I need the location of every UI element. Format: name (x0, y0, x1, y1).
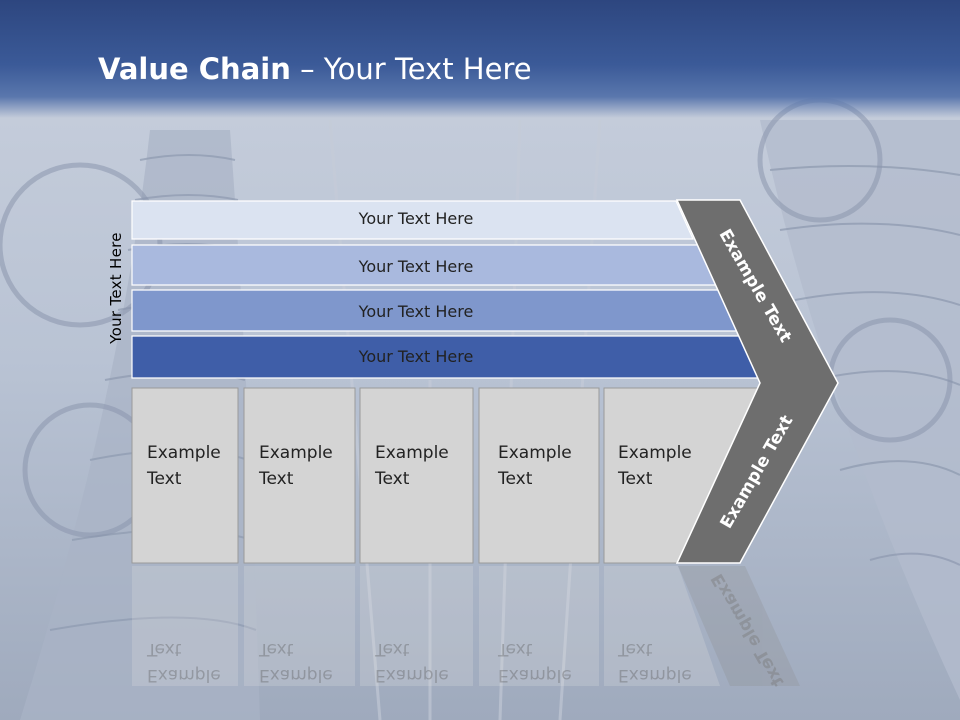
cell-4-reflection-line2: Text (498, 639, 533, 659)
slide-title: Value Chain – Your Text Here (98, 52, 532, 86)
header-band (0, 0, 960, 118)
cell-5-reflection: Example Text (618, 636, 692, 688)
cell-3-line1: Example (375, 443, 449, 463)
cell-1 (131, 387, 239, 564)
cell-2 (243, 387, 356, 564)
cell-2-reflection-line2: Text (259, 639, 294, 659)
cell-1-reflection-line2: Text (147, 639, 182, 659)
cell-5-line1: Example (618, 443, 692, 463)
cell-5-line2: Text (618, 469, 653, 489)
cell-3-reflection: Example Text (375, 636, 449, 688)
cell-5-reflection-line1: Example (618, 665, 692, 685)
cell-4-reflection-line1: Example (498, 665, 572, 685)
cell-3-reflection-line1: Example (375, 665, 449, 685)
cell-2-reflection-line1: Example (259, 665, 333, 685)
cell-1-line2: Text (147, 469, 182, 489)
bar-1 (131, 200, 694, 240)
cell-2-line1: Example (259, 443, 333, 463)
cell-4-reflection: Example Text (498, 636, 572, 688)
cell-2-reflection: Example Text (259, 636, 333, 688)
bar-4-label: Your Text Here (358, 347, 474, 366)
bar-1-label: Your Text Here (358, 209, 474, 228)
bar-3-label: Your Text Here (358, 302, 474, 321)
chevron-arrow (675, 199, 839, 564)
cell-3 (359, 387, 474, 564)
bar-2-label: Your Text Here (358, 257, 474, 276)
cell-2-line2: Text (259, 469, 294, 489)
title-bold: Value Chain (98, 52, 291, 86)
cell-5-reflection-line2: Text (618, 639, 653, 659)
cell-4 (478, 387, 600, 564)
title-rest: – Your Text Here (290, 52, 532, 86)
cell-1-reflection: Example Text (147, 636, 221, 688)
reflection (132, 566, 800, 686)
cell-4-line2: Text (498, 469, 533, 489)
cell-4-line1: Example (498, 443, 572, 463)
cell-3-line2: Text (375, 469, 410, 489)
cell-1-reflection-line1: Example (147, 665, 221, 685)
cell-3-reflection-line2: Text (375, 639, 410, 659)
cell-1-line1: Example (147, 443, 221, 463)
